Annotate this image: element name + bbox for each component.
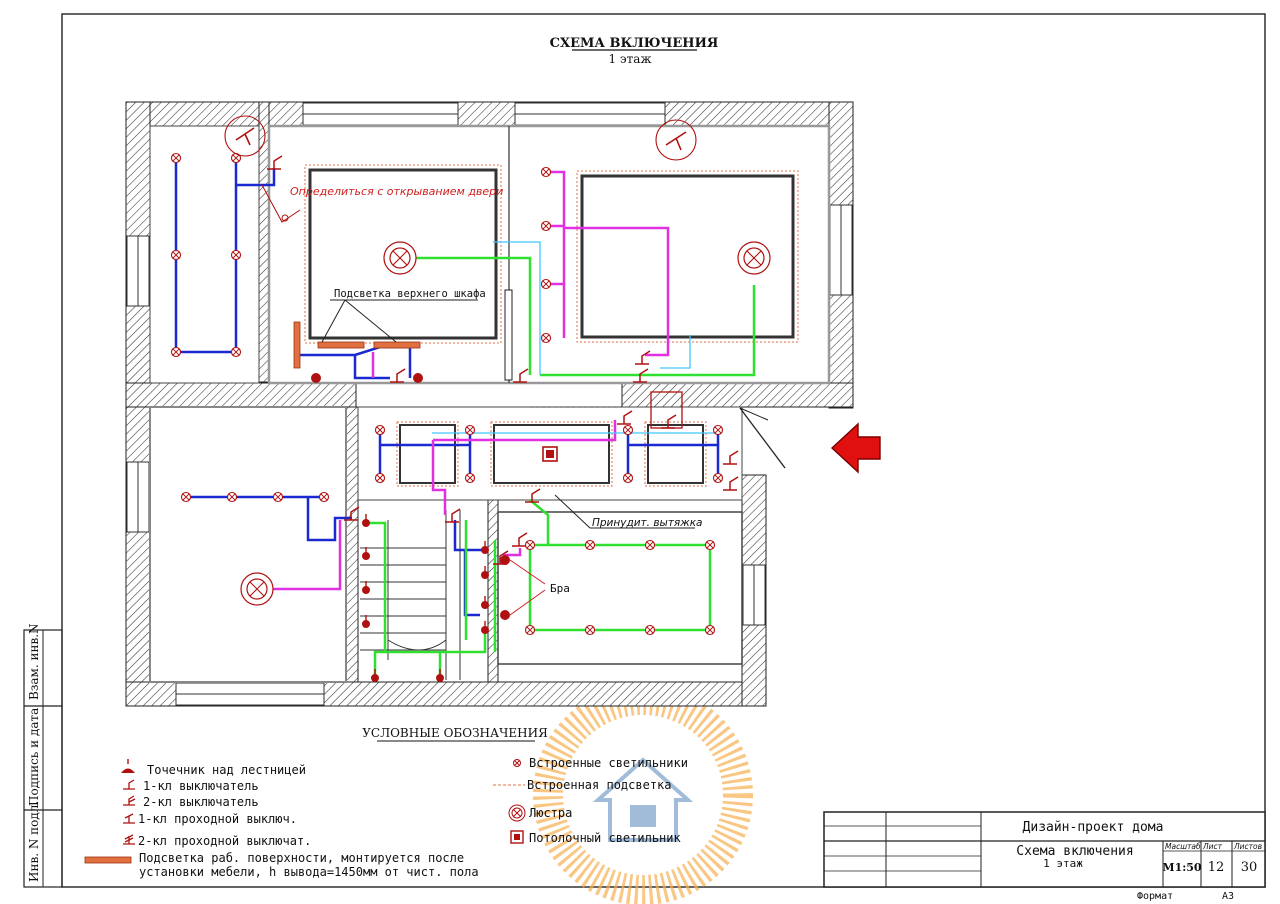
- side-stamp: Взам. инв.N Подпись и дата Инв. N подл.: [23, 623, 63, 888]
- svg-text:Встроенные светильники: Встроенные светильники: [529, 756, 688, 770]
- svg-text:Бра: Бра: [550, 582, 570, 595]
- format-value: А3: [1222, 891, 1234, 902]
- svg-text:Подсветка верхнего шкафа: Подсветка верхнего шкафа: [334, 288, 486, 300]
- recessed-light-icon: [513, 759, 521, 767]
- legend-item-ceiling-light: Потолочный светильник: [510, 830, 681, 845]
- svg-text:Точечник над лестницей: Точечник над лестницей: [147, 763, 306, 777]
- legend-item-switch-2: 2-кл выключатель: [123, 795, 259, 809]
- title-block: Дизайн-проект дома Схема включения 1 эта…: [823, 811, 1266, 888]
- legend-title: УСЛОВНЫЕ ОБОЗНАЧЕНИЯ: [362, 726, 548, 740]
- svg-text:1-кл проходной выключ.: 1-кл проходной выключ.: [138, 812, 297, 826]
- watermark-logo: [533, 685, 753, 904]
- sheet-number: 12: [1208, 860, 1225, 875]
- svg-text:2-кл выключатель: 2-кл выключатель: [143, 795, 259, 809]
- legend-item-switch-1: 1-кл выключатель: [123, 779, 259, 793]
- svg-text:Подсветка раб. поверхности, мо: Подсветка раб. поверхности, монтируется …: [139, 851, 464, 865]
- sheets-total: 30: [1241, 860, 1258, 875]
- switch-2-icon: [123, 795, 136, 806]
- format-label: Формат: [1137, 891, 1173, 902]
- svg-text:Принудит. вытяжка: Принудит. вытяжка: [592, 517, 703, 529]
- chandelier-icon: [508, 804, 526, 822]
- sheet-label: Лист: [1202, 842, 1223, 851]
- circuit-cyan: [432, 241, 718, 434]
- drawing-title: СХЕМА ВКЛЮЧЕНИЯ: [550, 36, 719, 51]
- legend-item-stair-spot: Точечник над лестницей: [121, 759, 306, 777]
- door-opening-note: Определиться с открыванием двери: [290, 185, 503, 198]
- entrance-arrow-icon: [830, 422, 881, 474]
- pass-switch-1-icon: [123, 813, 135, 824]
- svg-text:Встроенная подсветка: Встроенная подсветка: [527, 778, 672, 792]
- project-name: Дизайн-проект дома: [1023, 820, 1164, 835]
- legend: УСЛОВНЫЕ ОБОЗНАЧЕНИЯ Точечник над лестни…: [84, 726, 688, 879]
- pass-switch-2-icon: [123, 834, 135, 845]
- ceiling-light-icon: [510, 830, 524, 844]
- legend-item-pass-switch-2: 2-кл проходной выключат.: [123, 834, 311, 848]
- cabinet-light-callout: Подсветка верхнего шкафа: [321, 288, 486, 343]
- drawing-subtitle: 1 этаж: [608, 52, 651, 66]
- circuit-magenta: [265, 170, 670, 591]
- legend-item-recessed: Встроенные светильники: [513, 756, 688, 770]
- fixtures: [170, 115, 771, 683]
- legend-item-chandelier: Люстра: [508, 804, 572, 822]
- stamp-field-signature: Подпись и дата: [27, 708, 41, 806]
- sheet-subtitle: 1 этаж: [1043, 857, 1083, 870]
- legend-item-built-in-strip: Встроенная подсветка: [493, 778, 672, 792]
- worksurface-strip-icon: [84, 856, 132, 864]
- sheets-label: Листов: [1233, 842, 1262, 851]
- svg-text:1-кл выключатель: 1-кл выключатель: [143, 779, 259, 793]
- svg-text:2-кл проходной выключат.: 2-кл проходной выключат.: [138, 834, 311, 848]
- legend-item-pass-switch-1: 1-кл проходной выключ.: [123, 812, 297, 826]
- stamp-field-inventory: Инв. N подл.: [27, 801, 41, 882]
- svg-text:Потолочный светильник: Потолочный светильник: [529, 831, 681, 845]
- stamp-field-replacement: Взам. инв.N: [27, 623, 41, 700]
- sheet-title: Схема включения: [1016, 844, 1133, 859]
- scale-label: Масштаб: [1165, 842, 1201, 851]
- legend-item-worksurface-light: Подсветка раб. поверхности, монтируется …: [84, 851, 479, 879]
- sconce-callout: Бра: [509, 559, 570, 616]
- switch-1-icon: [123, 779, 135, 790]
- stair-spot-icon: [121, 768, 135, 773]
- svg-text:Люстра: Люстра: [529, 806, 572, 820]
- exhaust-callout: Принудит. вытяжка: [554, 494, 703, 529]
- svg-text:установки мебели, h вывода=145: установки мебели, h вывода=1450мм от чис…: [139, 865, 479, 879]
- floor-plan: [125, 101, 854, 707]
- scale-value: М1:50: [1162, 861, 1202, 874]
